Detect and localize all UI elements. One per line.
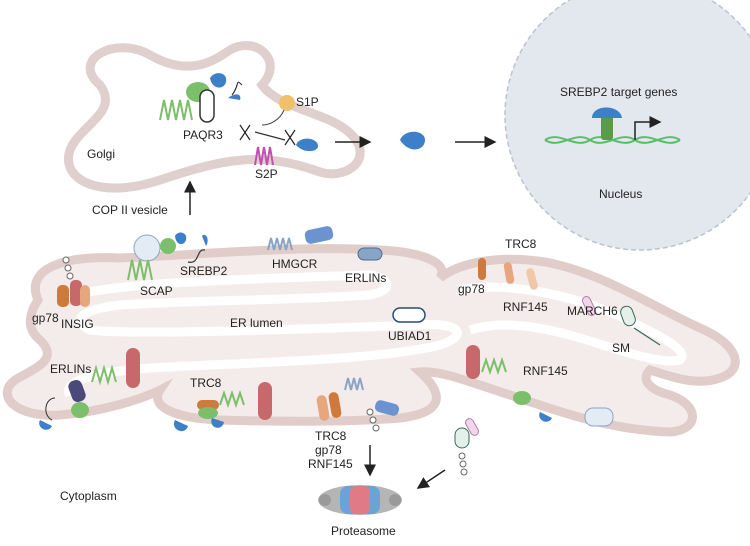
rnf145-label-bottom: RNF145 — [308, 457, 353, 471]
paqr3-label: PAQR3 — [183, 128, 223, 142]
trc8-label-top: TRC8 — [505, 237, 537, 251]
s1p-protease — [261, 95, 295, 126]
cop-ii-vesicle — [127, 232, 208, 281]
gp78-label-left: gp78 — [32, 311, 59, 325]
dna-helix — [544, 107, 681, 144]
arrow-to-proteasome-2 — [416, 469, 446, 489]
scap-label: SCAP — [140, 284, 173, 298]
insig-label: INSIG — [61, 317, 94, 331]
erlins-label-left: ERLINs — [50, 362, 91, 376]
rnf145-complex-right — [466, 345, 614, 427]
ubiad1-label: UBIAD1 — [388, 329, 432, 343]
s2p-label: S2P — [255, 167, 278, 181]
paqr3-complex — [159, 73, 243, 123]
rnf145-label-right: RNF145 — [523, 364, 568, 378]
s1p-label: S1P — [296, 95, 319, 109]
hmgcr — [267, 226, 334, 251]
proteasome-label: Proteasome — [331, 524, 396, 538]
central-degradation-group — [316, 377, 400, 432]
insig-gp78-complex — [57, 256, 90, 307]
sm-label: SM — [612, 341, 630, 355]
er-membrane — [2, 244, 740, 437]
golgi-label: Golgi — [87, 147, 115, 161]
rnf145-label-top: RNF145 — [503, 300, 548, 314]
erlins-top — [357, 247, 383, 261]
nucleus-label: Nucleus — [599, 187, 642, 201]
gp78-label-bottom: gp78 — [315, 443, 342, 457]
hmgcr-label: HMGCR — [272, 257, 318, 271]
trc8-complex-mid — [173, 382, 272, 432]
srebp2-on-dna — [592, 107, 622, 140]
proteasome — [318, 485, 402, 515]
cytoplasm-label: Cytoplasm — [60, 489, 117, 503]
s2p-protease — [254, 146, 274, 166]
nucleus — [504, 0, 750, 251]
srebp-cleavage — [239, 124, 318, 152]
er-lumen-label: ER lumen — [230, 316, 283, 330]
nuclear-srebp2 — [400, 131, 425, 150]
erlins-complex-left — [39, 348, 140, 430]
trc8-label-mid: TRC8 — [190, 376, 222, 390]
erlins-label-top: ERLINs — [345, 271, 386, 285]
ubiad1 — [392, 307, 426, 323]
srebp2-target-genes-label: SREBP2 target genes — [560, 85, 677, 99]
srebp2-label: SREBP2 — [180, 264, 228, 278]
cop-ii-vesicle-label: COP II vesicle — [92, 203, 168, 217]
right-e3-ligases — [478, 258, 661, 346]
march6-label: MARCH6 — [567, 304, 618, 318]
gp78-label-right: gp78 — [458, 282, 485, 296]
trc8-label-bottom: TRC8 — [315, 429, 347, 443]
transcription-arrow — [634, 116, 662, 140]
sm-march6-degradation — [454, 418, 479, 476]
